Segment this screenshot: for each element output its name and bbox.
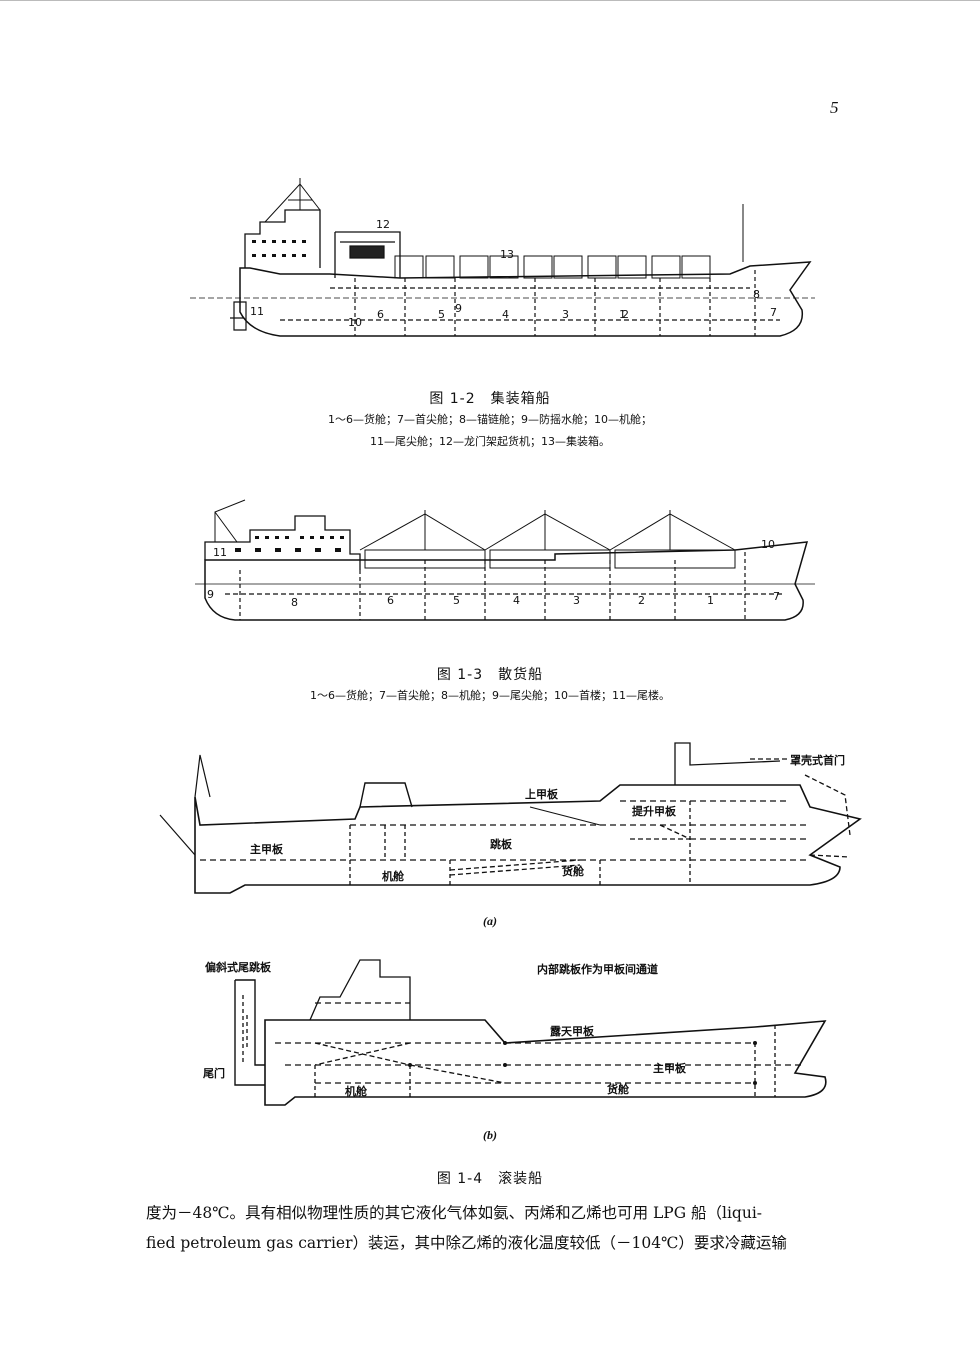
container-ship-label-2: 2: [622, 308, 629, 321]
figure-1-3-caption: 图 1-3 散货船: [436, 667, 544, 683]
roro-b-label-main-deck: 主甲板: [653, 1061, 687, 1075]
body-text-line-1: 度为－48℃。具有相似物理性质的其它液化气体如氨、丙烯和乙烯也可用 LPG 船（…: [146, 1204, 763, 1222]
bulk-carrier-label-7: 7: [773, 590, 780, 603]
roro-b-label-stern-ramp: 偏斜式尾跳板: [205, 960, 272, 974]
roro-a-label-cargo-hold: 货舱: [561, 864, 585, 878]
roro-a-label-lift-deck: 提升甲板: [632, 804, 677, 818]
body-text-line-2: fied petroleum gas carrier）装运，其中除乙烯的液化温度…: [146, 1234, 787, 1252]
roro-a-label-engine-room: 机舱: [382, 869, 405, 883]
roro-b-label-internal-ramp: 内部跳板作为甲板间通道: [537, 962, 658, 976]
container-ship-label-11: 11: [250, 305, 264, 318]
bulk-carrier-label-1: 1: [707, 594, 714, 607]
roro-a-label-bow-door: 罩壳式首门: [790, 753, 845, 767]
container-ship-label-10: 10: [348, 316, 362, 329]
bulk-carrier-label-11: 11: [213, 546, 227, 559]
container-ship-label-7: 7: [770, 306, 777, 319]
roro-b-label-engine-room: 机舱: [345, 1084, 368, 1098]
container-ship-label-6: 6: [377, 308, 384, 321]
roro-a-label-main-deck: 主甲板: [250, 842, 284, 856]
container-ship-label-5: 5: [438, 308, 445, 321]
bulk-carrier-label-4: 4: [513, 594, 520, 607]
figure-1-3-legend: 1～6—货舱；7—首尖舱；8—机舱；9—尾尖舱；10—首楼；11—尾楼。: [310, 689, 670, 702]
figure-1-4-sublabel-b: (b): [483, 1128, 497, 1142]
page-number: 5: [830, 98, 839, 117]
roro-b-label-weather-deck: 露天甲板: [550, 1024, 595, 1038]
container-ship-label-9: 9: [455, 302, 462, 315]
figure-roro-b: 偏斜式尾跳板 内部跳板作为甲板间通道 露天甲板 主甲板 尾门 机舱 货舱: [195, 955, 835, 1125]
bulk-carrier-label-8: 8: [291, 596, 298, 609]
container-ship-label-12: 12: [376, 218, 390, 231]
figure-1-2-caption: 图 1-2 集装箱船: [429, 391, 551, 407]
container-ship-label-1: 1: [619, 308, 626, 321]
container-ship-label-4: 4: [502, 308, 509, 321]
roro-b-label-cargo-hold: 货舱: [606, 1082, 630, 1096]
container-ship-label-8: 8: [753, 288, 760, 301]
figure-roro-a: 罩壳式首门 上甲板 提升甲板 主甲板 跳板 机舱 货舱: [150, 735, 870, 905]
bulk-carrier-label-9: 9: [207, 588, 214, 601]
container-ship-label-13: 13: [500, 248, 514, 261]
container-ship-label-3: 3: [562, 308, 569, 321]
figure-container-ship: 1 2 3 4 5 6 7 8 9 10 11 12 13: [190, 170, 830, 350]
bulk-carrier-label-2: 2: [638, 594, 645, 607]
bulk-carrier-label-3: 3: [573, 594, 580, 607]
page-top-rule: [0, 0, 980, 1]
figure-1-4-caption: 图 1-4 滚装船: [436, 1171, 544, 1187]
figure-1-2-legend-line-2: 11—尾尖舱；12—龙门架起货机；13—集装箱。: [370, 435, 610, 448]
roro-b-label-stern-door: 尾门: [202, 1066, 225, 1080]
bulk-carrier-label-10: 10: [761, 538, 775, 551]
roro-a-label-ramp: 跳板: [490, 837, 513, 851]
bulk-carrier-label-6: 6: [387, 594, 394, 607]
body-text: 度为－48℃。具有相似物理性质的其它液化气体如氨、丙烯和乙烯也可用 LPG 船（…: [146, 1198, 866, 1258]
figure-bulk-carrier: 1 2 3 4 5 6 7 8 9 10 11: [195, 490, 825, 630]
roro-a-label-upper-deck: 上甲板: [525, 787, 559, 801]
figure-1-2-legend-line-1: 1～6—货舱；7—首尖舱；8—锚链舱；9—防摇水舱；10—机舱；: [328, 413, 652, 426]
figure-1-4-sublabel-a: (a): [483, 914, 497, 928]
bulk-carrier-label-5: 5: [453, 594, 460, 607]
